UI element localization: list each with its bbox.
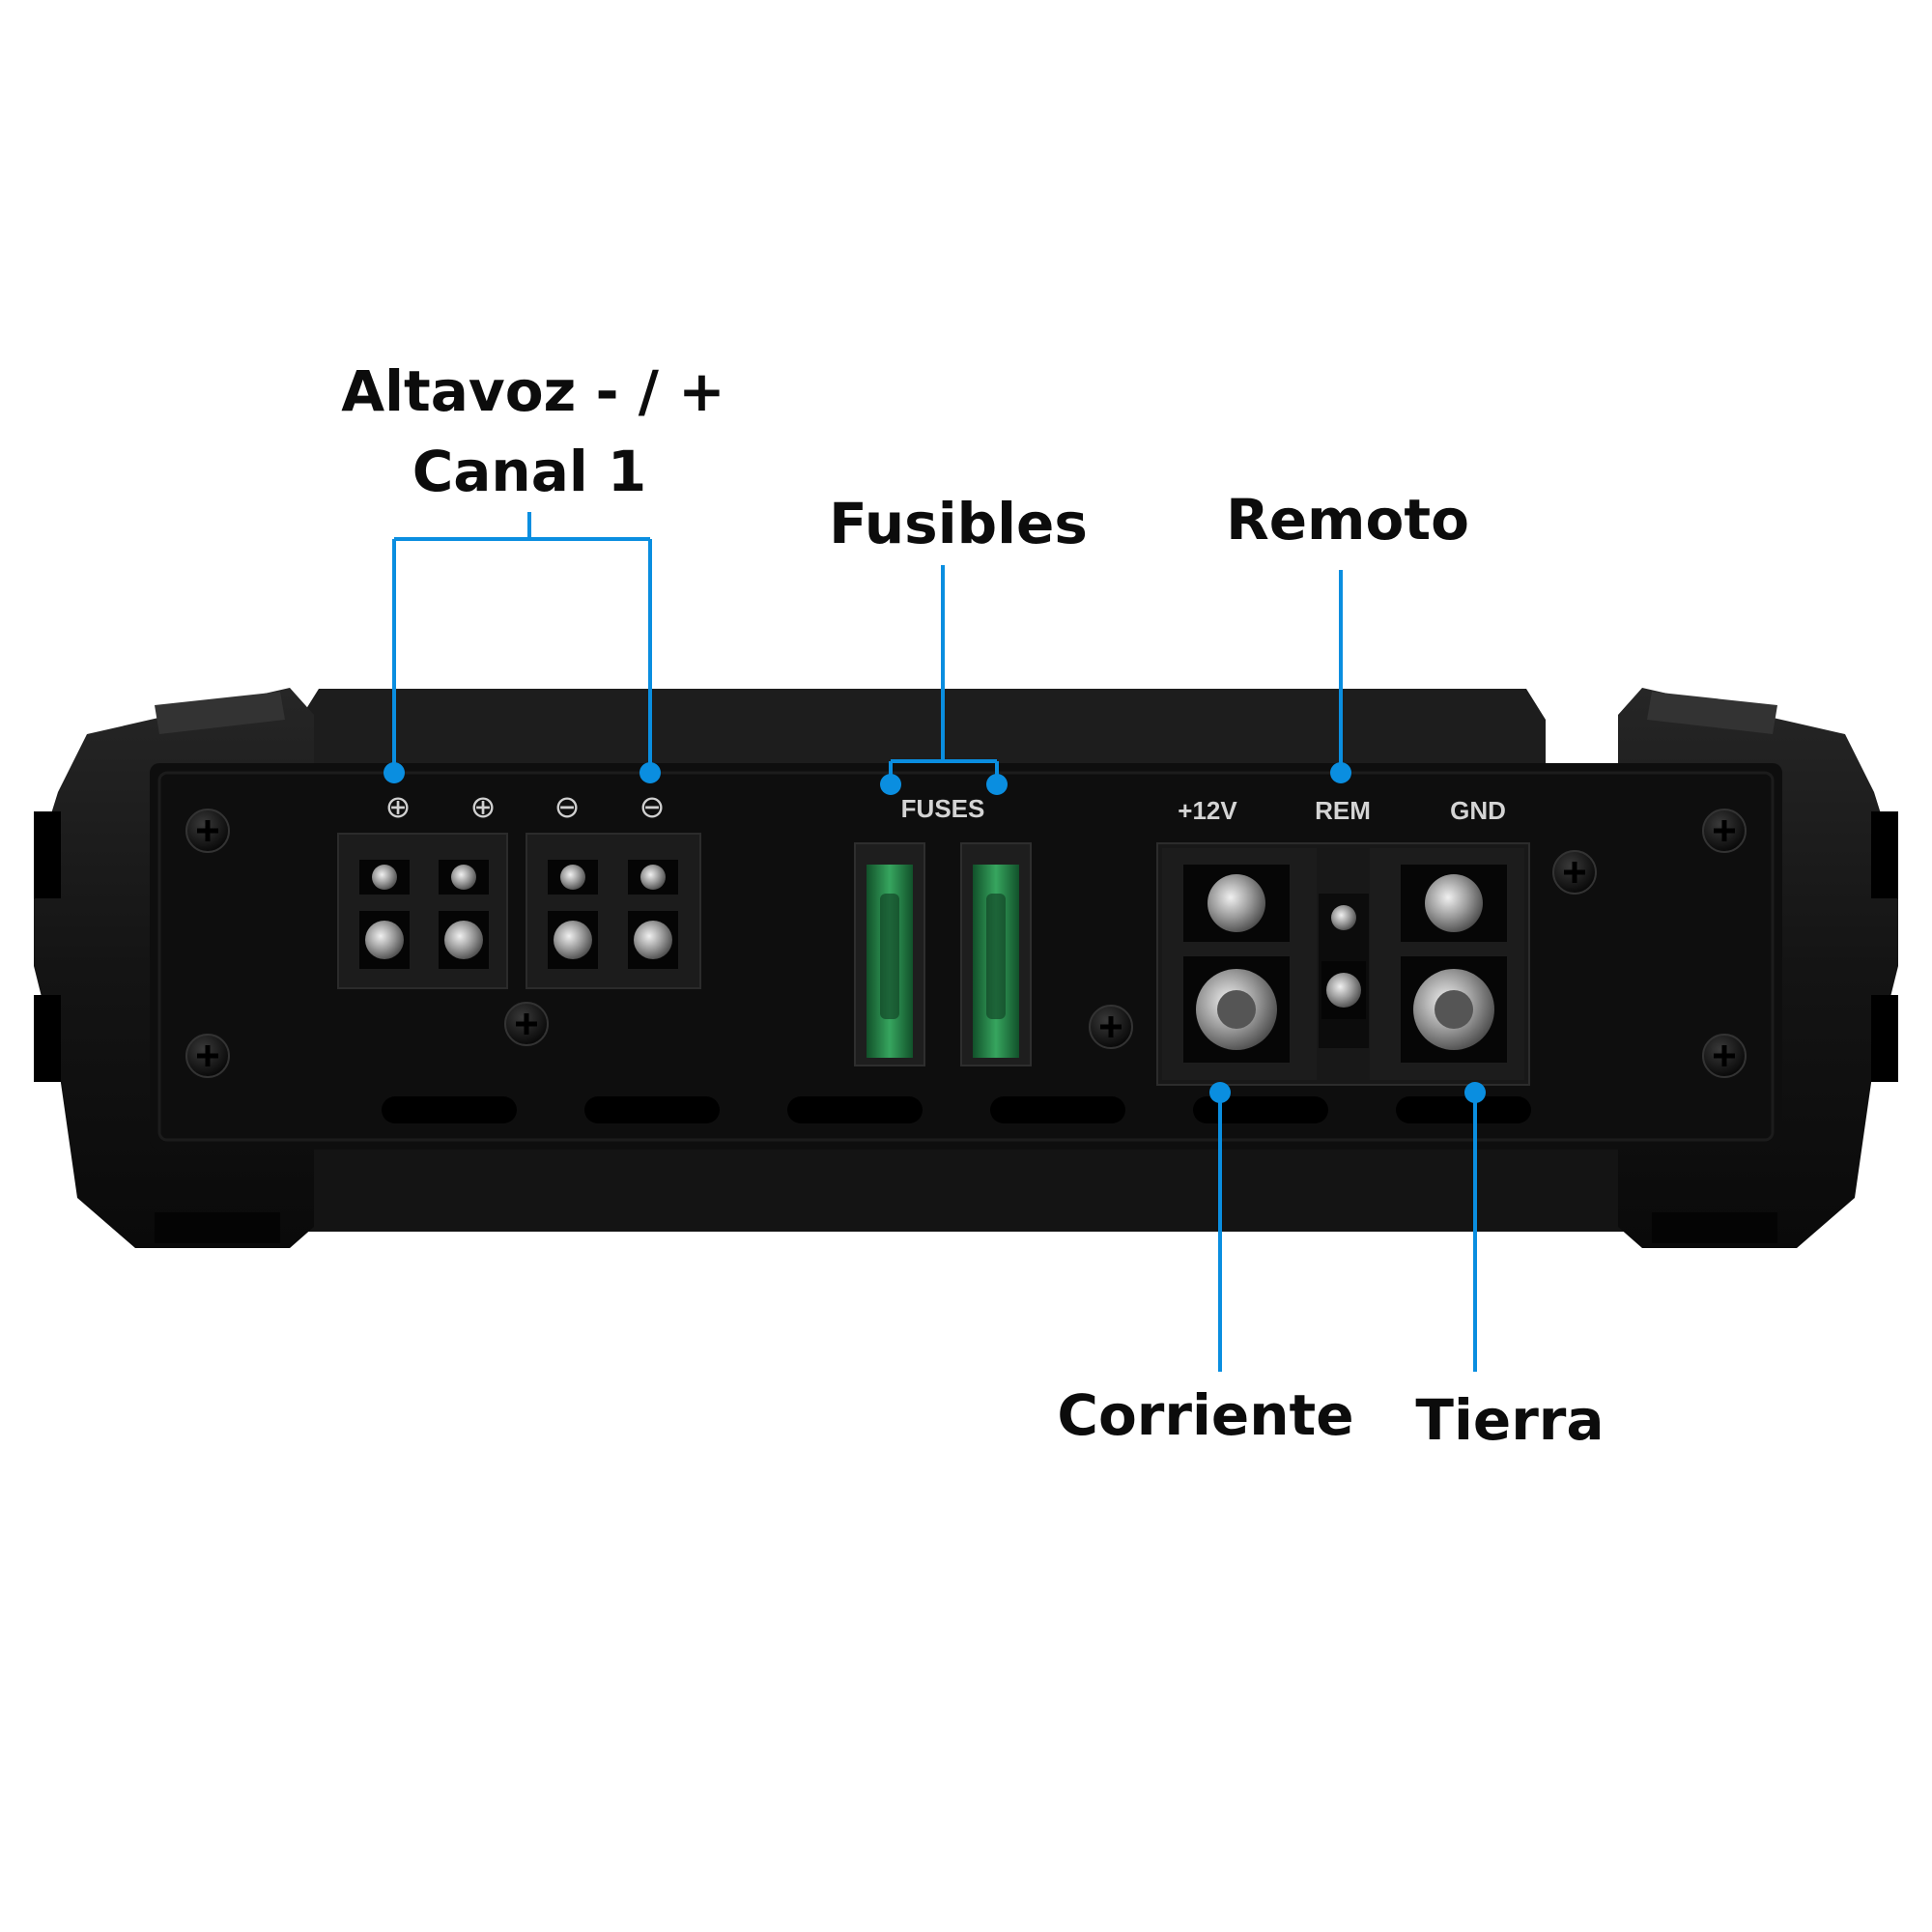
speaker-polarity-symbols: ⊕ ⊕ ⊖ ⊖ xyxy=(385,788,666,825)
remote-callout: Remoto xyxy=(1226,487,1469,553)
terminal-panel-border xyxy=(157,771,1775,1142)
callout-dots xyxy=(384,762,1486,1103)
positive-symbol: ⊕ xyxy=(385,788,412,825)
leader-dot xyxy=(639,762,661,783)
fuses-panel-label: FUSES xyxy=(901,794,985,823)
remote-terminal xyxy=(1319,894,1369,1048)
screw-icon xyxy=(1089,1005,1133,1049)
panel-screws xyxy=(185,809,1747,1078)
right-cap-slot xyxy=(1871,995,1898,1082)
vent-slot xyxy=(1396,1096,1531,1123)
leader-dot xyxy=(880,774,901,795)
speaker-leader-line xyxy=(392,512,652,773)
leader-dot xyxy=(384,762,405,783)
positive-symbol: ⊕ xyxy=(470,788,497,825)
vent-slot xyxy=(584,1096,720,1123)
speaker-terminal xyxy=(548,860,598,969)
power-terminal xyxy=(1162,848,1317,1080)
fuses-leader-line xyxy=(889,565,999,784)
screw-icon xyxy=(185,809,230,853)
negative-symbol: ⊖ xyxy=(554,788,581,825)
speaker-terminal xyxy=(628,860,678,969)
base-rail xyxy=(290,1150,1642,1232)
power-terminal-block xyxy=(1156,842,1530,1086)
leader-dot xyxy=(1464,1082,1486,1103)
left-cap-slot xyxy=(34,995,61,1082)
left-foot xyxy=(155,1212,280,1243)
leader-dot xyxy=(1209,1082,1231,1103)
vent-slot xyxy=(787,1096,923,1123)
bolt-icon xyxy=(1208,874,1265,932)
callout-leaders xyxy=(392,512,1477,1372)
ground-callout: Tierra xyxy=(1415,1387,1604,1453)
speaker-callout-line1: Altavoz - / + xyxy=(341,358,724,424)
screw-icon xyxy=(1702,809,1747,853)
right-cap-ridge xyxy=(1647,692,1777,734)
leader-dot xyxy=(1330,762,1351,783)
leader-dot xyxy=(986,774,1008,795)
left-cap-slot xyxy=(34,811,61,898)
vent-slot xyxy=(990,1096,1125,1123)
right-foot xyxy=(1652,1212,1777,1243)
fuse-holder xyxy=(854,842,925,1066)
screw-icon xyxy=(185,1034,230,1078)
fuse-holder xyxy=(960,842,1032,1066)
power-panel-label: +12V xyxy=(1178,796,1237,825)
vent-slots xyxy=(382,1096,1531,1123)
ground-panel-label: GND xyxy=(1450,796,1506,825)
bolt-icon xyxy=(1425,874,1483,932)
screw-icon xyxy=(504,1002,549,1046)
screw-icon xyxy=(1552,850,1597,895)
amplifier-body: ⊕ ⊕ ⊖ ⊖ xyxy=(34,688,1898,1248)
remote-panel-label: REM xyxy=(1315,796,1371,825)
left-cap-ridge xyxy=(155,692,285,734)
negative-symbol: ⊖ xyxy=(639,788,666,825)
right-cap-slot xyxy=(1871,811,1898,898)
power-callout: Corriente xyxy=(1057,1382,1353,1448)
speaker-terminal xyxy=(439,860,489,969)
speaker-terminal-block xyxy=(337,833,701,989)
fuses-callout: Fusibles xyxy=(829,491,1088,556)
speaker-terminal xyxy=(359,860,410,969)
vent-slot xyxy=(1193,1096,1328,1123)
top-cover xyxy=(299,689,1546,763)
screw-icon xyxy=(1702,1034,1747,1078)
ground-terminal xyxy=(1370,848,1524,1080)
speaker-callout-line2: Canal 1 xyxy=(412,439,647,504)
vent-slot xyxy=(382,1096,517,1123)
